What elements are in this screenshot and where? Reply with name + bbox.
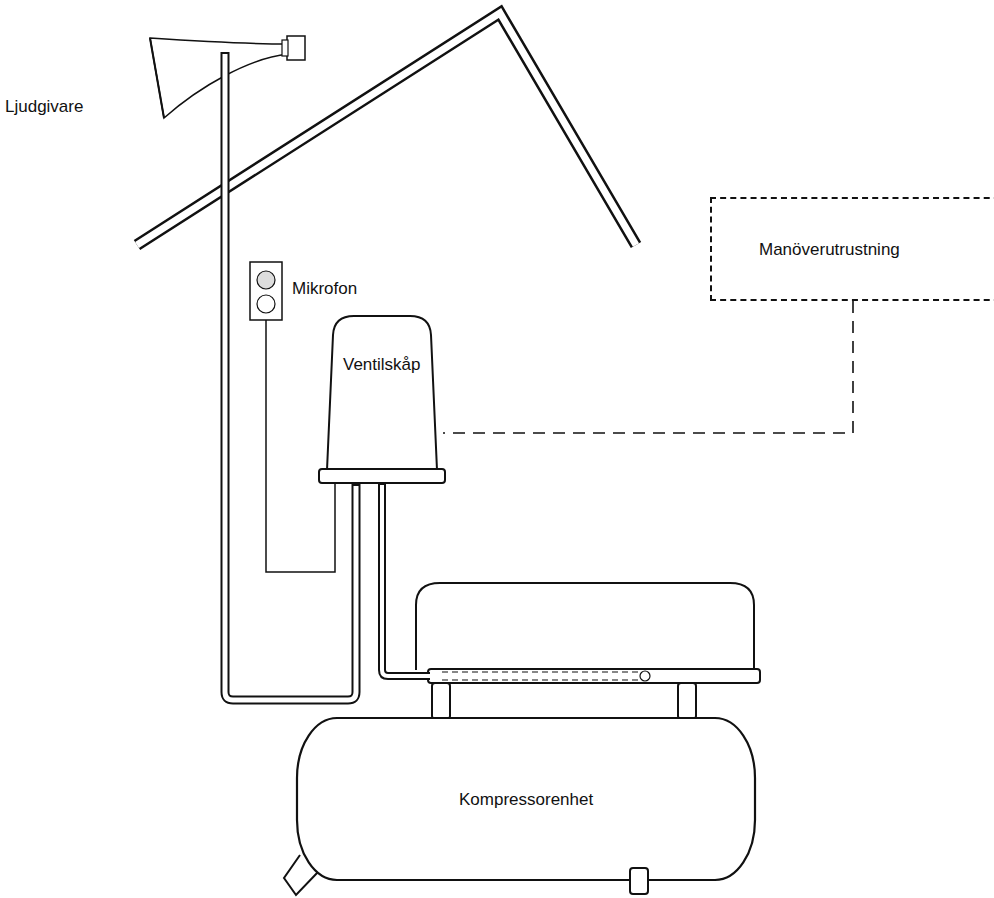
tank-foot [630,868,648,894]
cabinet-outline [318,313,446,484]
part-label: Ljudgivare [5,97,83,117]
cabinet-base [319,469,445,483]
internal-pipe [442,672,640,680]
part-label: Mikrofon [292,279,357,299]
horn [150,38,288,118]
mount-foot [678,683,696,719]
valve-cabinet: Ventilskåp [318,313,446,484]
tank [297,718,755,880]
node-label: Kompressorenhet [459,790,593,810]
air-pipe [382,484,383,584]
microphone-wire [266,320,335,572]
pipe-inner [382,578,431,676]
microphone-grille [257,295,275,313]
horn-mount-cap [282,40,288,56]
pipe-inner [380,485,384,584]
node-label: Manöverutrustning [759,240,900,260]
pipe [382,580,430,676]
horn-mouth [150,38,164,118]
horn-mount [287,36,305,60]
roof-inner [137,13,636,245]
connector-line [443,301,853,433]
cabinet-dome [327,316,437,470]
compressor-unit: Kompressorenhet [295,582,757,882]
microphone-grille [257,271,275,289]
compressor-housing [416,583,754,670]
internal-pipe-end [640,671,650,681]
node-label: Ventilskåp [343,355,421,375]
control-box: Manöverutrustning [710,197,994,301]
mount-foot [432,683,450,719]
housing-base [428,669,760,683]
roof [137,13,636,245]
control-line [443,301,853,433]
microphone [250,262,282,320]
